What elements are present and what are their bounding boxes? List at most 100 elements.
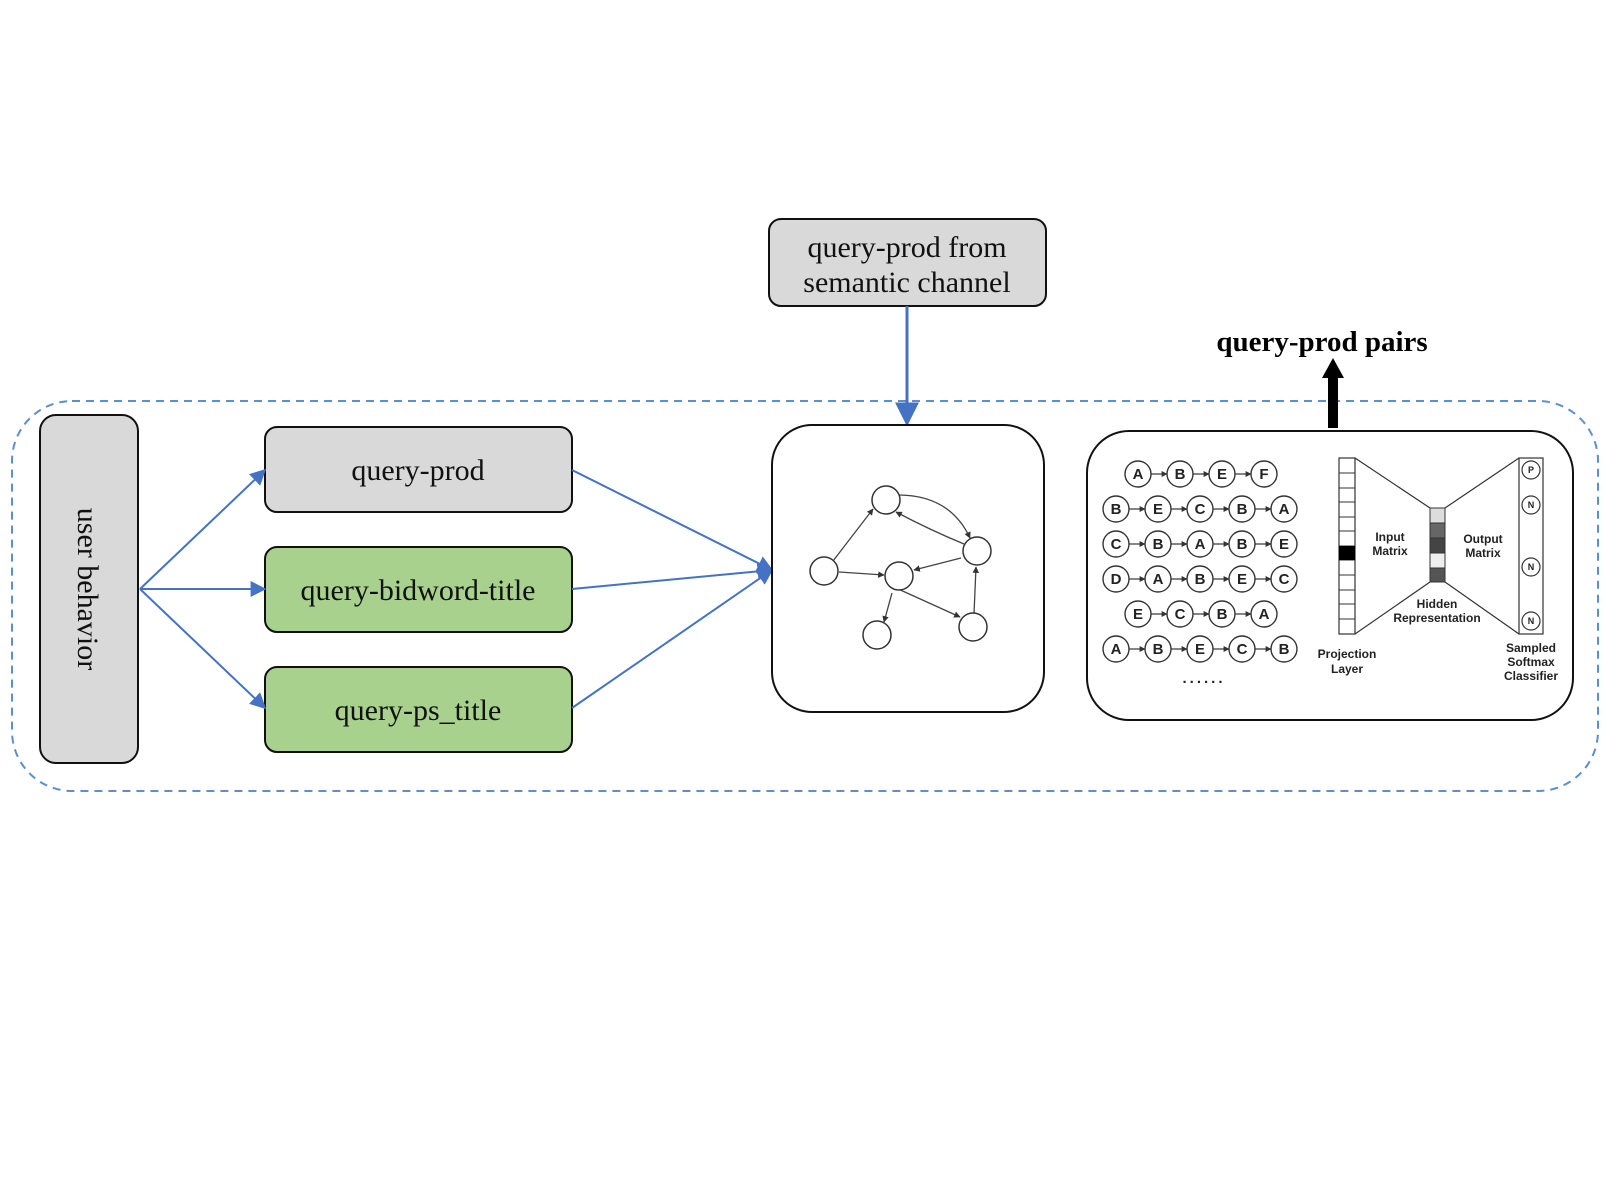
svg-text:P: P xyxy=(1528,465,1534,475)
output-label: query-prod pairs xyxy=(1216,326,1427,358)
walk-node-circle xyxy=(1208,460,1236,488)
walk-node-label: A xyxy=(1259,606,1270,623)
walk-node-circle xyxy=(1166,460,1194,488)
walk-node-label: D xyxy=(1111,571,1122,588)
random-walks: A B E F B E C B A C B A B E D A B E C E C B A A B E C B xyxy=(1102,460,1298,663)
walk-node-label: A xyxy=(1279,501,1290,518)
user-behavior-box: user behavior xyxy=(39,414,139,764)
walk-node-label: B xyxy=(1217,606,1228,623)
classifier-node-n3: N xyxy=(1521,611,1541,631)
pair-box-query-ps-title: query-ps_title xyxy=(264,666,573,753)
classifier-node-p: P xyxy=(1521,460,1541,480)
hidden-line2: Representation xyxy=(1393,611,1480,625)
walk-node-label: A xyxy=(1111,641,1122,658)
hidden-representation xyxy=(1429,507,1446,583)
walk-node-label: F xyxy=(1259,466,1268,483)
classifier-node-n2: N xyxy=(1521,557,1541,577)
classifier-line2: Softmax xyxy=(1507,655,1555,669)
walk-node-label: B xyxy=(1175,466,1186,483)
walk-node-label: A xyxy=(1153,571,1164,588)
pair-label-query-prod: query-prod xyxy=(351,454,484,487)
walk-node-label: C xyxy=(1279,571,1290,588)
walk-node-circle xyxy=(1186,495,1214,523)
walk-node-circle xyxy=(1102,565,1130,593)
walk-node-circle xyxy=(1270,530,1298,558)
walk-node-label: B xyxy=(1237,536,1248,553)
walk-node-circle xyxy=(1228,530,1256,558)
walk-node-label: A xyxy=(1133,466,1144,483)
walk-node-label: C xyxy=(1111,536,1122,553)
pair-box-query-bidword-title: query-bidword-title xyxy=(264,546,573,633)
fanout-arrows xyxy=(139,468,267,710)
classifier-line3: Classifier xyxy=(1504,669,1558,683)
walk-node-circle xyxy=(1166,600,1194,628)
walk-node-circle xyxy=(1228,495,1256,523)
walk-node-circle xyxy=(1102,635,1130,663)
graph-node-b xyxy=(962,536,992,566)
walk-node-circle xyxy=(1270,635,1298,663)
walk-node-circle xyxy=(1228,635,1256,663)
graph-node-f xyxy=(862,620,892,650)
walk-node-circle xyxy=(1208,600,1236,628)
walk-node-label: E xyxy=(1279,536,1289,553)
projection-layer-line2: Layer xyxy=(1331,662,1363,676)
walks-ellipsis: ...... xyxy=(1182,670,1225,687)
walk-node-label: C xyxy=(1195,501,1206,518)
graph-node-e xyxy=(884,561,914,591)
graph-node-a xyxy=(871,485,901,515)
walk-node-label: B xyxy=(1153,536,1164,553)
walk-node-circle xyxy=(1186,530,1214,558)
semantic-channel-line2: semantic channel xyxy=(803,266,1010,299)
walk-node-label: B xyxy=(1195,571,1206,588)
walk-node-circle xyxy=(1124,600,1152,628)
classifier-line1: Sampled xyxy=(1506,641,1556,655)
walk-node-label: E xyxy=(1195,641,1205,658)
walk-node-label: B xyxy=(1279,641,1290,658)
hidden-line1: Hidden xyxy=(1417,597,1458,611)
walk-node-circle xyxy=(1228,565,1256,593)
walk-node-label: E xyxy=(1153,501,1163,518)
pair-label-query-ps-title: query-ps_title xyxy=(335,694,502,727)
svg-text:N: N xyxy=(1528,562,1535,572)
skipgram-box: A B E F B E C B A C B A B E D A B E C E C B A A B E C B ...... Proj… xyxy=(1086,430,1574,721)
walk-node-circle xyxy=(1270,495,1298,523)
classifier-column: P N N N xyxy=(1518,457,1544,635)
walk-node-label: E xyxy=(1217,466,1227,483)
output-arrow xyxy=(1322,358,1344,428)
output-matrix-line2: Matrix xyxy=(1465,546,1501,560)
walk-node-label: C xyxy=(1175,606,1186,623)
walk-node-label: E xyxy=(1237,571,1247,588)
walk-node-label: B xyxy=(1237,501,1248,518)
walk-node-circle xyxy=(1144,565,1172,593)
walk-node-circle xyxy=(1186,635,1214,663)
walk-node-circle xyxy=(1250,600,1278,628)
walk-node-circle xyxy=(1144,635,1172,663)
projection-layer-line1: Projection xyxy=(1318,647,1377,661)
walk-node-label: C xyxy=(1237,641,1248,658)
svg-text:N: N xyxy=(1528,500,1535,510)
pipeline-container xyxy=(11,400,1599,792)
walk-node-label: A xyxy=(1195,536,1206,553)
merge-arrows xyxy=(571,469,774,709)
svg-text:N: N xyxy=(1528,616,1535,626)
semantic-channel-line1: query-prod from xyxy=(807,231,1006,264)
walk-node-circle xyxy=(1144,495,1172,523)
projection-layer xyxy=(1338,457,1356,635)
erniesage-graph-box xyxy=(771,424,1045,713)
walk-node-label: E xyxy=(1133,606,1143,623)
walk-node-label: B xyxy=(1153,641,1164,658)
graph-node-c xyxy=(958,612,988,642)
walk-node-circle xyxy=(1102,530,1130,558)
semantic-channel-box: query-prod from semantic channel xyxy=(768,218,1047,307)
classifier-node-n1: N xyxy=(1521,495,1541,515)
user-behavior-label: user behavior xyxy=(71,508,104,670)
walk-node-circle xyxy=(1144,530,1172,558)
pair-box-query-prod: query-prod xyxy=(264,426,573,513)
walk-node-label: B xyxy=(1111,501,1122,518)
pair-label-query-bidword-title: query-bidword-title xyxy=(301,574,536,607)
input-matrix-line1: Input xyxy=(1375,530,1404,544)
walk-node-circle xyxy=(1186,565,1214,593)
walk-node-circle xyxy=(1250,460,1278,488)
output-matrix-shape xyxy=(1444,457,1520,635)
